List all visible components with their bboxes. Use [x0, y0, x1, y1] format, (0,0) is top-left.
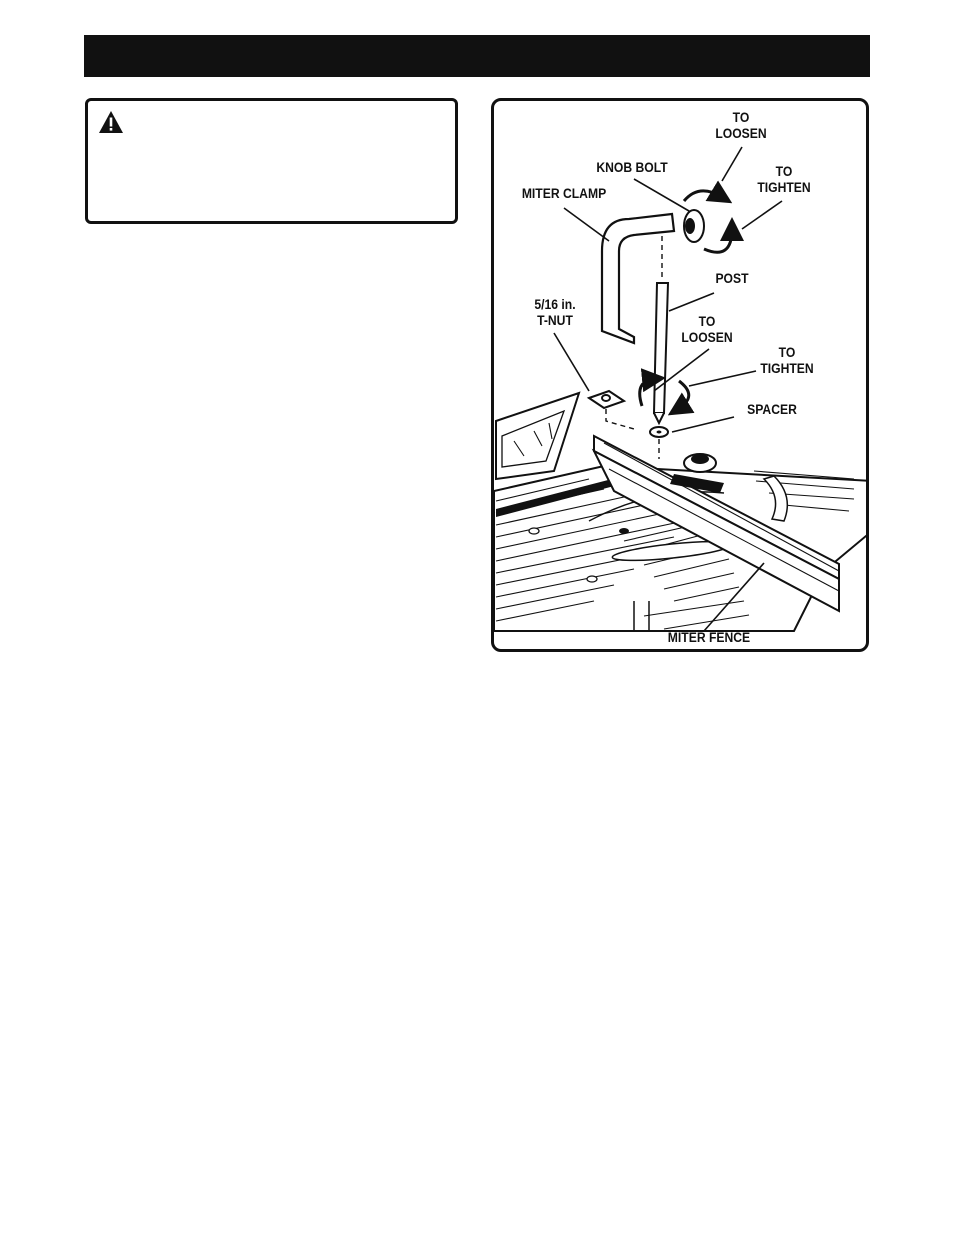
table-screw-2 [586, 575, 598, 583]
tighten-arrow-mid-icon [667, 379, 695, 416]
miter-clamp-figure: TO LOOSEN KNOB BOLT TO TIGHTEN MITER CLA… [491, 98, 869, 652]
t-nut [586, 389, 627, 410]
table-leg [633, 601, 650, 631]
warning-triangle-icon [99, 111, 123, 133]
label-to-tighten-mid: TO TIGHTEN [760, 345, 814, 376]
post [652, 282, 670, 426]
spacer-washer [649, 426, 669, 438]
blade-guard [495, 391, 581, 481]
loosen-arrow-mid-icon [638, 368, 666, 407]
label-to-loosen-mid: TO LOOSEN [681, 314, 733, 345]
label-knob-bolt: KNOB BOLT [596, 160, 668, 175]
miter-clamp-body [600, 212, 676, 345]
table-screw-1 [528, 527, 540, 535]
section-header-bar [84, 35, 870, 77]
table-screw-3 [619, 528, 629, 534]
label-post: POST [715, 271, 749, 286]
miter-fence-rails [591, 434, 840, 613]
blade-slot [496, 479, 618, 517]
label-t-nut: 5/16 in. T-NUT [534, 297, 576, 328]
miter-gauge-knob [670, 453, 724, 493]
label-miter-fence: MITER FENCE [667, 630, 751, 645]
knob-bolt [683, 209, 705, 243]
label-miter-clamp: MITER CLAMP [521, 186, 607, 201]
leader-lines [553, 146, 783, 632]
label-to-tighten-top: TO TIGHTEN [757, 164, 811, 195]
label-to-loosen-top: TO LOOSEN [715, 110, 767, 141]
label-spacer: SPACER [747, 402, 797, 417]
tighten-arrow-top-icon [703, 217, 744, 254]
loosen-arrow-top-icon [682, 180, 733, 204]
miter-clamp-illustration [494, 146, 866, 632]
warning-box [85, 98, 458, 224]
